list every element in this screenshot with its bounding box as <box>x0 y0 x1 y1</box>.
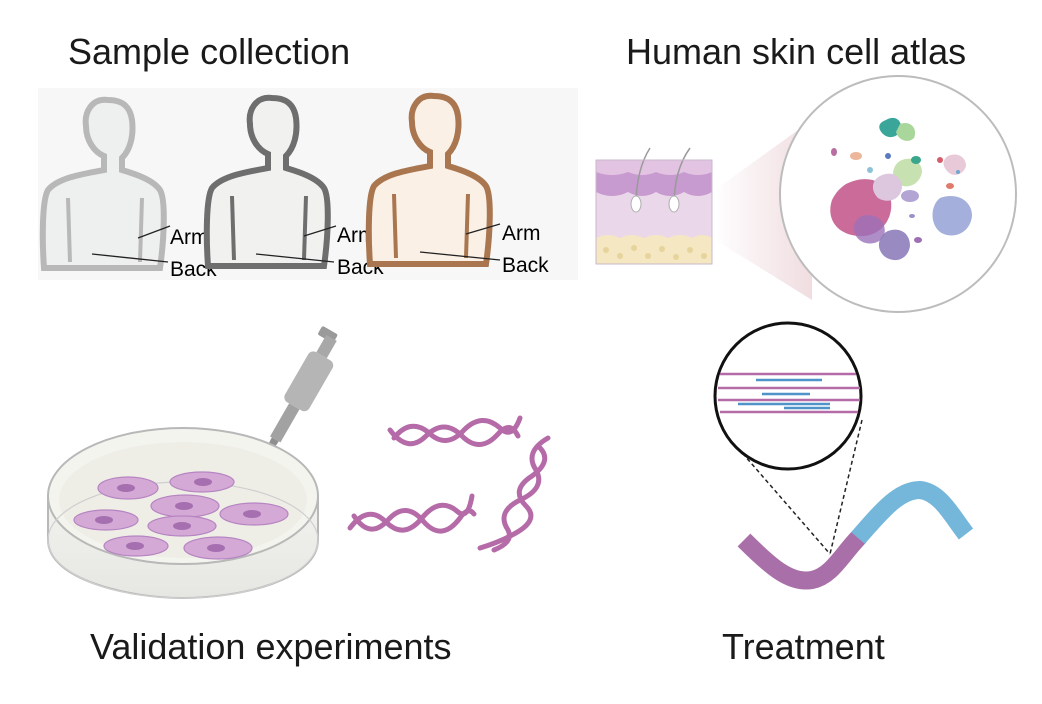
sample-collection-panel: Sample collection Arm Back Arm Back <box>38 31 578 281</box>
zoom-line-right <box>829 419 863 555</box>
cultured-cell <box>150 494 220 518</box>
dna-helix-3 <box>477 435 551 553</box>
arm-label: Arm <box>502 222 541 245</box>
zoom-line-left <box>737 447 831 555</box>
skin-block-border <box>595 159 713 265</box>
torso-silhouette <box>39 96 167 271</box>
treatment-strand-purple <box>737 529 867 590</box>
epidermis-layer <box>596 166 712 196</box>
treatment-title: Treatment <box>722 626 885 667</box>
cultured-cell <box>73 509 139 531</box>
arm-line <box>66 197 72 263</box>
dna-helix-1 <box>387 415 523 447</box>
cultured-cell <box>219 502 289 526</box>
human-figure-2: Arm Back <box>203 94 384 279</box>
sequence-reads <box>718 372 860 414</box>
hair-follicle <box>668 195 680 213</box>
cultured-cell <box>97 476 159 500</box>
back-leader-line <box>91 253 169 263</box>
arm-leader-line <box>137 225 171 239</box>
back-leader-line <box>255 253 335 263</box>
sample-collection-title: Sample collection <box>68 31 350 72</box>
back-leader-line <box>419 251 501 261</box>
validation-panel: Validation experiments <box>47 326 551 667</box>
dna-helix-2 <box>347 493 477 534</box>
stratum-corneum-layer <box>596 160 712 175</box>
arm-line <box>464 193 470 259</box>
cultured-cell <box>183 536 253 560</box>
arm-label: Arm <box>170 226 209 249</box>
fat-cells <box>603 245 707 260</box>
arm-line <box>230 195 236 261</box>
arm-line <box>138 197 144 263</box>
cultured-cell <box>147 515 217 537</box>
arm-line <box>392 193 398 259</box>
cell-culture <box>73 471 289 560</box>
hair-follicle <box>630 195 642 213</box>
cultured-cell <box>103 535 169 557</box>
treatment-panel: Treatment <box>713 321 974 667</box>
arm-leader-line <box>303 225 337 237</box>
torso-silhouette <box>203 94 331 269</box>
treatment-strand-blue <box>851 480 974 544</box>
cell-atlas-panel: Human skin cell atlas <box>595 31 1017 313</box>
back-label: Back <box>502 254 549 277</box>
skin-section-icon <box>595 147 713 265</box>
validation-title: Validation experiments <box>90 626 452 667</box>
arm-line <box>302 195 308 261</box>
human-figure-3: Arm Back <box>365 92 549 277</box>
cell-atlas-title: Human skin cell atlas <box>626 31 966 72</box>
umap-clusters <box>830 117 972 261</box>
cultured-cell <box>169 471 235 493</box>
sequence-zoom-circle <box>713 321 863 471</box>
human-figure-1: Arm Back <box>39 96 217 281</box>
torso-silhouette <box>365 92 493 267</box>
hypodermis-layer <box>596 235 712 264</box>
arm-leader-line <box>465 223 501 235</box>
